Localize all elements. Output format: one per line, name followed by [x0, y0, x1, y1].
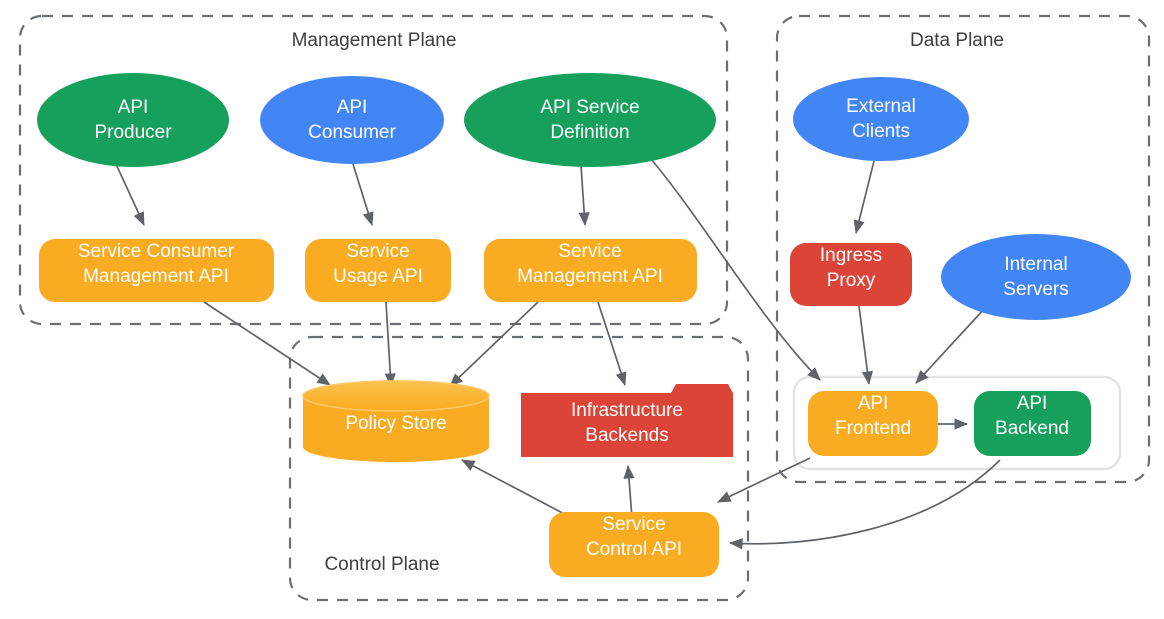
node-api-service-definition-label-line2: Definition — [550, 122, 629, 143]
node-api-service-definition[interactable]: API Service Definition — [464, 73, 716, 167]
node-api-consumer-label-line1: API — [337, 97, 368, 118]
node-service-consumer-management-api[interactable]: Service Consumer Management API — [39, 239, 274, 302]
group-management-plane: Management Plane — [18, 14, 729, 326]
node-ingress-proxy-label-line2: Proxy — [827, 270, 876, 291]
edge-service-management-api-to-infrastructure-backends — [597, 301, 627, 386]
node-api-backend-label-line2: Backend — [995, 418, 1069, 439]
node-service-consumer-management-api-label-line2: Management API — [83, 266, 229, 287]
edge-service-control-api-to-policy-store — [461, 459, 573, 519]
edge-api-backend-to-service-control-api — [728, 459, 1001, 550]
node-service-management-api-label-line2: Management API — [517, 266, 663, 287]
node-service-management-api[interactable]: Service Management API — [484, 239, 697, 302]
edge-external-clients-to-ingress-proxy — [853, 160, 875, 234]
edge-service-management-api-to-policy-store — [449, 301, 539, 387]
group-label-management-plane: Management Plane — [292, 30, 457, 51]
node-policy-store-label-line1: Policy Store — [345, 413, 446, 434]
group-api-gateway-group — [792, 375, 1122, 471]
edge-api-service-definition-to-service-management-api — [578, 164, 590, 227]
node-api-consumer[interactable]: API Consumer — [260, 76, 444, 164]
node-internal-servers-label-line1: Internal — [1004, 254, 1067, 275]
node-service-control-api[interactable]: Service Control API — [549, 512, 719, 577]
node-service-usage-api-label-line2: Usage API — [333, 266, 423, 287]
node-service-usage-api-label-line1: Service — [346, 241, 409, 262]
edge-service-consumer-management-api-to-policy-store — [203, 301, 331, 386]
node-ingress-proxy-label-line1: Ingress — [820, 245, 882, 266]
node-api-producer-label-line2: Producer — [94, 122, 172, 143]
node-api-producer[interactable]: API Producer — [37, 73, 229, 167]
node-service-usage-api[interactable]: Service Usage API — [305, 239, 451, 302]
edge-ingress-proxy-to-api-frontend — [858, 305, 873, 386]
node-api-frontend[interactable]: API Frontend — [808, 391, 938, 456]
node-service-control-api-label-line2: Control API — [586, 539, 682, 560]
node-service-consumer-management-api-label-line1: Service Consumer — [78, 241, 235, 262]
node-infrastructure-backends-label-line1: Infrastructure — [571, 400, 683, 421]
node-policy-store[interactable]: Policy Store — [302, 380, 490, 462]
node-external-clients-label-line1: External — [846, 96, 916, 117]
edge-internal-servers-to-api-frontend — [915, 307, 986, 384]
node-api-frontend-label-line1: API — [858, 393, 889, 414]
group-control-plane: Control Plane — [288, 335, 750, 602]
edge-api-service-definition-to-api-frontend — [644, 151, 821, 381]
node-internal-servers-label-line2: Servers — [1003, 279, 1068, 300]
node-api-backend-label-line1: API — [1017, 393, 1048, 414]
edge-api-producer-to-service-consumer-management-api — [115, 163, 145, 226]
group-label-data-plane: Data Plane — [910, 30, 1004, 51]
node-infrastructure-backends[interactable]: Infrastructure Backends — [521, 384, 733, 457]
node-external-clients[interactable]: External Clients — [793, 77, 969, 161]
node-service-control-api-label-line1: Service — [602, 514, 665, 535]
node-api-backend[interactable]: API Backend — [974, 391, 1091, 456]
node-ingress-proxy[interactable]: Ingress Proxy — [790, 243, 912, 306]
node-api-service-definition-label-line1: API Service — [540, 97, 639, 118]
node-api-producer-label-line1: API — [118, 97, 149, 118]
node-infrastructure-backends-label-line2: Backends — [585, 425, 668, 446]
node-api-consumer-label-line2: Consumer — [308, 122, 396, 143]
node-api-frontend-label-line2: Frontend — [835, 418, 911, 439]
edge-api-frontend-to-service-control-api — [717, 457, 811, 503]
edge-service-usage-api-to-policy-store — [384, 301, 396, 388]
group-data-plane: Data Plane — [775, 14, 1151, 484]
node-internal-servers[interactable]: Internal Servers — [941, 234, 1131, 320]
edge-service-control-api-to-infrastructure-backends — [623, 464, 635, 519]
group-label-control-plane: Control Plane — [324, 554, 439, 575]
node-service-management-api-label-line1: Service — [558, 241, 621, 262]
edge-api-consumer-to-service-usage-api — [352, 163, 374, 226]
node-external-clients-label-line2: Clients — [852, 121, 910, 142]
